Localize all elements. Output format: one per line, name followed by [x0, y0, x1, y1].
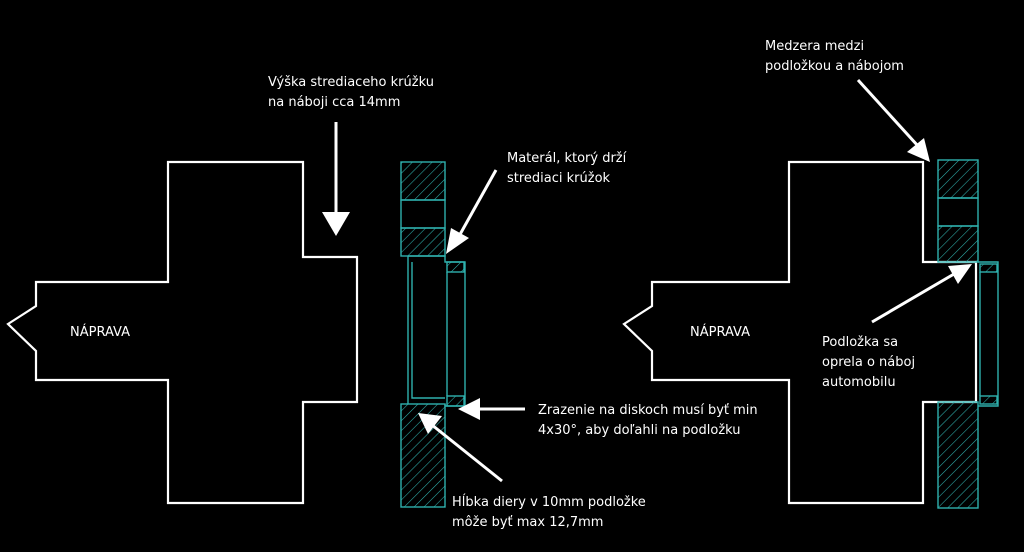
axle-label-right: NÁPRAVA [690, 324, 750, 340]
arrow-rested [871, 264, 972, 324]
arrow-material [446, 169, 498, 254]
gap-line-1: Medzera medzi [765, 39, 864, 54]
arrow-depth [418, 413, 503, 483]
left-spacer-bolt-hole [400, 199, 446, 229]
rested-line-2: oprela o náboj [822, 355, 915, 370]
chamfer-line-1: Zrazenie na diskoch musí byť min [538, 403, 758, 418]
right-hub-outline [622, 160, 978, 505]
arrow-ring-height [322, 122, 350, 236]
left-spacer-upper-block [400, 227, 446, 257]
right-spacer-bolt-hole [937, 197, 979, 227]
chamfer-line-2: 4x30°, aby doľahli na podložku [538, 423, 741, 438]
left-spacer [400, 161, 466, 508]
ring-height-line-2: na náboji cca 14mm [268, 95, 400, 110]
arrow-chamfer [458, 398, 525, 420]
right-spacer-upper-block [937, 225, 979, 263]
arrow-gap [856, 78, 930, 162]
right-spacer-bore [978, 261, 999, 407]
right-spacer [937, 159, 999, 509]
left-spacer-ring-step-top [446, 261, 465, 273]
rested-line-1: Podložka sa [822, 335, 898, 350]
right-spacer-top-block [937, 159, 979, 199]
left-spacer-ring-step-bottom [446, 395, 465, 407]
gap-line-2: podložkou a nábojom [765, 59, 904, 74]
right-spacer-lower-block [937, 401, 979, 509]
right-spacer-ring-step-bottom [979, 395, 998, 405]
depth-line-1: Hĺbka diery v 10mm podložke [452, 494, 646, 510]
ring-height-line-1: Výška strediaceho krúžku [268, 75, 434, 90]
left-hub-outline [6, 160, 359, 505]
left-spacer-bore [407, 255, 466, 407]
left-spacer-top-block [400, 161, 446, 201]
right-spacer-ring-step-top [979, 263, 998, 273]
material-line-2: strediaci krúžok [507, 171, 611, 186]
rested-line-3: automobilu [822, 375, 896, 390]
axle-label-left: NÁPRAVA [70, 324, 130, 340]
material-line-1: Materál, ktorý drží [507, 151, 627, 166]
depth-line-2: môže byť max 12,7mm [452, 515, 603, 530]
